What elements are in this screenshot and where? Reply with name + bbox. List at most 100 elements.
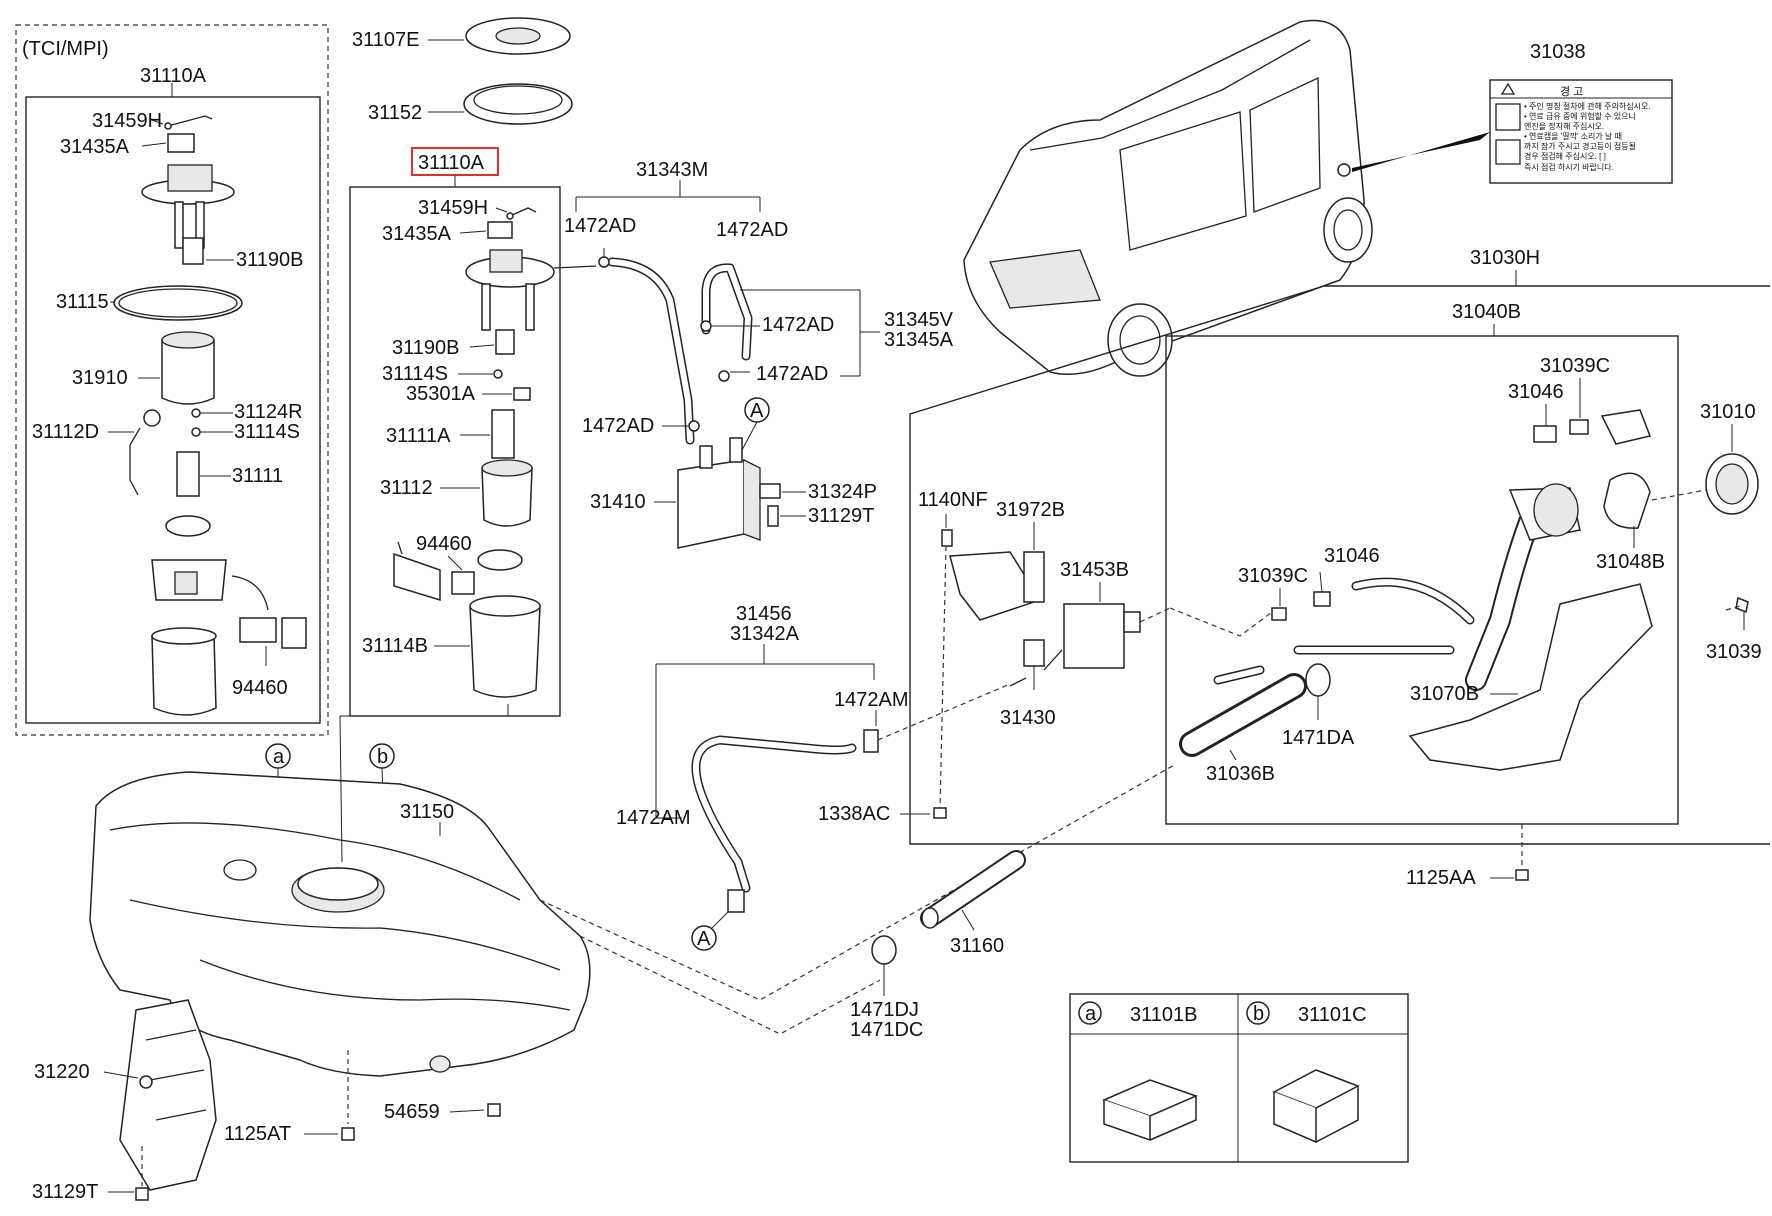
highlighted-part-box[interactable] <box>411 147 499 176</box>
canister-group: 31343M 1472AD 1472AD 1472AD 1472AD 31345… <box>564 159 954 549</box>
label-1472AM-1: 1472AM <box>834 689 909 711</box>
label-31030H: 31030H <box>1470 247 1540 269</box>
left-pump-assembly-box <box>25 96 321 724</box>
label-31459H: 31459H <box>418 197 488 219</box>
callout-A-top: A <box>750 400 764 422</box>
vehicle-wheel <box>1323 197 1373 263</box>
legend-a-symbol: a <box>1085 1003 1097 1025</box>
label-54659: 54659 <box>384 1101 440 1123</box>
reservoir-cup-part <box>151 635 217 716</box>
svg-text:경우 점검해 주십시오. [ ]: 경우 점검해 주십시오. [ ] <box>1524 151 1606 161</box>
label-31129T-mid: 31129T <box>808 505 874 527</box>
label-31124R: 31124R <box>234 401 303 423</box>
label-31111A: 31111A <box>386 425 451 447</box>
gasket-part <box>1603 472 1651 529</box>
filler-shield-part <box>1408 583 1653 771</box>
fuel-sender-part <box>239 617 277 643</box>
label-31048B: 31048B <box>1596 551 1665 573</box>
o-ring-part <box>113 285 243 321</box>
label-35301A: 35301A <box>406 383 476 405</box>
connector-part <box>167 133 195 153</box>
vent-valve-part <box>1063 603 1125 669</box>
label-31435A-left: 31435A <box>60 136 130 158</box>
label-94460-left: 94460 <box>232 677 288 699</box>
hose-clamp-part <box>871 935 897 965</box>
legend-callout-a <box>1078 1001 1102 1025</box>
lock-ring-part <box>463 83 573 125</box>
label-1125AT: 1125AT <box>224 1123 291 1145</box>
label-31112D: 31112D <box>32 421 99 443</box>
label-31114B: 31114B <box>362 635 428 657</box>
label-31324P: 31324P <box>808 481 877 503</box>
label-1140NF: 1140NF <box>918 489 988 511</box>
legend-table: a 31101B b 31101C <box>1069 993 1409 1163</box>
vapor-hose-group: 31456 31342A 1472AM 1472AM A <box>616 603 1011 951</box>
label-1472AD-5: 1472AD <box>582 415 654 437</box>
label-31160: 31160 <box>950 935 1004 957</box>
canister-part <box>677 459 745 549</box>
fuel-pump-part <box>176 451 200 497</box>
filler-neck-inner-box <box>1165 335 1679 825</box>
label-31115: 31115 <box>56 291 109 313</box>
svg-text:• 연료 급유 중에 위험할 수 있으니: • 연료 급유 중에 위험할 수 있으니 <box>1524 111 1636 121</box>
label-31010: 31010 <box>1700 401 1756 423</box>
label-31039: 31039 <box>1706 641 1762 663</box>
label-31972B: 31972B <box>996 499 1065 521</box>
label-1472AD-2: 1472AD <box>716 219 788 241</box>
hose-clamp-part <box>1305 663 1331 697</box>
legend-b-part: 31101C <box>1298 1004 1367 1026</box>
label-1471DA: 1471DA <box>1282 727 1355 749</box>
fuel-tank-group: a b 31150 <box>89 704 1177 1077</box>
label-31114S-left: 31114S <box>234 421 300 443</box>
reservoir-cup-part <box>469 605 541 698</box>
label-31110A-main[interactable]: 31110A <box>418 152 485 174</box>
label-31190B: 31190B <box>392 337 459 359</box>
pump-housing-part <box>481 467 533 527</box>
label-31459H-left: 31459H <box>92 110 162 132</box>
filler-neck-outer-frame <box>909 285 1770 845</box>
warning-label-title: 경 고 <box>1560 85 1583 98</box>
label-31220: 31220 <box>34 1061 90 1083</box>
label-31038: 31038 <box>1530 41 1586 63</box>
vehicle-grille <box>989 249 1101 309</box>
label-1472AM-2: 1472AM <box>616 807 691 829</box>
vehicle-wheel <box>1107 303 1173 377</box>
label-1471DJ: 1471DJ <box>850 999 919 1021</box>
callout-circle <box>691 925 717 951</box>
label-1472AD-4: 1472AD <box>756 363 828 385</box>
label-31910: 31910 <box>72 367 128 389</box>
label-31039C: 31039C <box>1238 565 1308 587</box>
legend-a-part: 31101B <box>1130 1004 1197 1026</box>
label-31343M: 31343M <box>636 159 708 181</box>
label-31107E: 31107E <box>352 29 419 51</box>
label-31040B: 31040B <box>1452 301 1521 323</box>
label-1471DC: 1471DC <box>850 1019 923 1041</box>
label-31152: 31152 <box>368 102 422 124</box>
label-1125AA: 1125AA <box>1406 867 1476 889</box>
label-31190B-left: 31190B <box>236 249 303 271</box>
heat-shield-group: 31220 31129T 1125AT 54659 <box>32 999 501 1203</box>
svg-text:• 연료캡을 '딸깍' 소리가 날 때: • 연료캡을 '딸깍' 소리가 날 때 <box>1524 131 1622 141</box>
vent-valve-group: 1140NF 31972B 31453B 31430 1338AC <box>818 489 1273 825</box>
label-31070B: 31070B <box>1410 683 1479 705</box>
fuel-pump-part <box>491 409 515 459</box>
callout-b: b <box>377 746 388 768</box>
label-31456: 31456 <box>736 603 792 625</box>
label-31039C-top: 31039C <box>1540 355 1610 377</box>
label-31453B: 31453B <box>1060 559 1129 581</box>
label-31129T: 31129T <box>32 1181 98 1203</box>
callout-a: a <box>273 746 285 768</box>
label-31114S: 31114S <box>382 363 448 385</box>
label-31036B: 31036B <box>1206 763 1275 785</box>
svg-text:까지 잠가 주시고 경고등이 점등될: 까지 잠가 주시고 경고등이 점등될 <box>1524 141 1636 151</box>
svg-text:• 주인 명칭 절차에 관해 주의하십시오.: • 주인 명칭 절차에 관해 주의하십시오. <box>1524 101 1651 111</box>
label-31110A-left: 31110A <box>140 65 207 87</box>
tci-mpi-group: (TCI/MPI) 31110A 31459H 31435A 31190B 31… <box>15 24 329 736</box>
legend-b-symbol: b <box>1253 1003 1264 1025</box>
fuel-filter-part <box>161 339 215 405</box>
label-94460: 94460 <box>416 533 472 555</box>
tci-mpi-dashed-border <box>15 24 329 736</box>
filter-part <box>182 237 204 265</box>
